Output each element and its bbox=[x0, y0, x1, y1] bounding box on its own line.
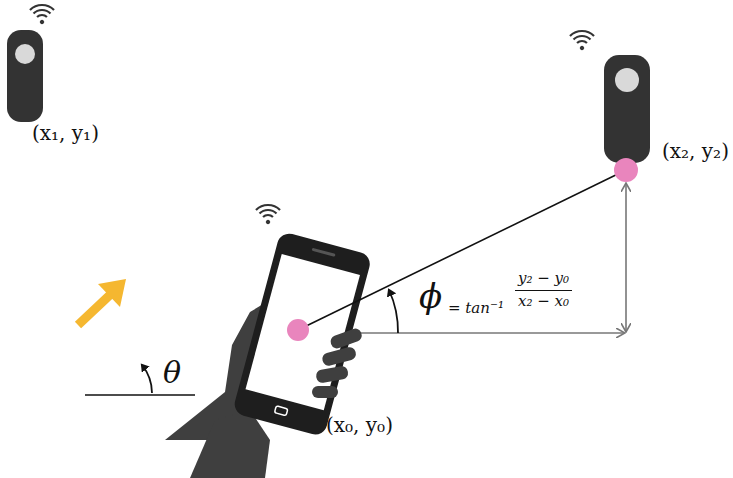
coordinate-label: (x₂, y₂) bbox=[662, 140, 729, 162]
hand bbox=[190, 410, 270, 478]
baseline bbox=[85, 394, 195, 395]
angle-arc bbox=[389, 290, 398, 333]
fraction-bar bbox=[515, 290, 572, 291]
phone bbox=[232, 231, 372, 437]
line-of-sight bbox=[298, 170, 626, 330]
angle-symbol: ϕ bbox=[419, 278, 442, 315]
fingers bbox=[312, 327, 363, 398]
angle-arc bbox=[142, 365, 152, 393]
position-dot bbox=[287, 319, 309, 341]
position-dot bbox=[614, 158, 638, 182]
beacon bbox=[7, 0, 56, 122]
coordinate-label: (x₁, y₁) bbox=[32, 122, 99, 144]
heading-arrow bbox=[78, 279, 126, 325]
dimension-arrow bbox=[625, 184, 627, 331]
formula-text: = tan⁻¹ bbox=[448, 300, 504, 317]
beacon bbox=[568, 24, 650, 163]
coordinate-label: (x₀, y₀) bbox=[326, 414, 393, 436]
formula-denominator: x₂ − x₀ bbox=[518, 293, 569, 310]
formula-numerator: y₂ − y₀ bbox=[518, 270, 569, 287]
angle-symbol: θ bbox=[163, 356, 181, 389]
